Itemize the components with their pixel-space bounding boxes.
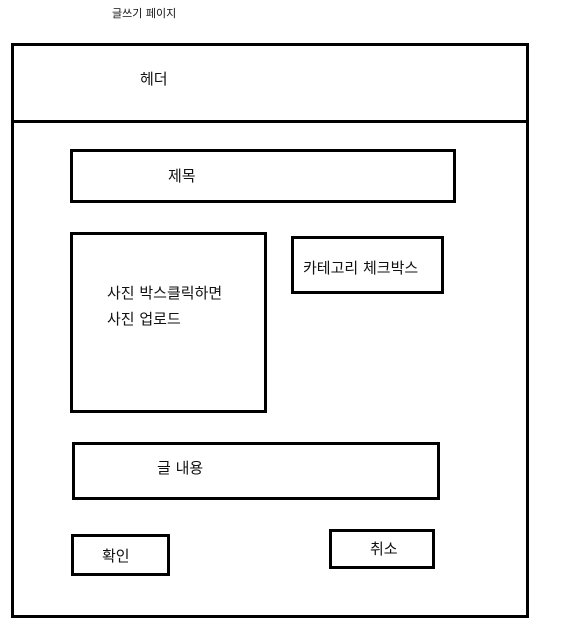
photo-upload-label-line1: 사진 박스클릭하면 — [107, 284, 223, 302]
confirm-button[interactable]: 확인 — [71, 534, 170, 576]
page-caption: 글쓰기 페이지 — [112, 7, 177, 20]
title-input[interactable]: 제목 — [70, 149, 456, 203]
photo-upload-label: 사진 박스클릭하면 사진 업로드 — [107, 280, 222, 332]
header-label: 헤더 — [140, 70, 168, 88]
category-checkbox-label: 카테고리 체크박스 — [303, 259, 419, 277]
photo-upload-label-line2: 사진 업로드 — [107, 310, 181, 328]
photo-upload-box[interactable]: 사진 박스클릭하면 사진 업로드 — [70, 232, 267, 413]
category-checkbox-box[interactable]: 카테고리 체크박스 — [291, 236, 444, 294]
cancel-button-label: 취소 — [370, 540, 398, 558]
page-frame: 헤더 제목 사진 박스클릭하면 사진 업로드 카테고리 체크박스 글 내용 확인… — [11, 43, 529, 618]
content-input-label: 글 내용 — [157, 459, 204, 477]
confirm-button-label: 확인 — [102, 547, 130, 565]
cancel-button[interactable]: 취소 — [329, 529, 435, 569]
header: 헤더 — [14, 46, 526, 123]
title-input-label: 제목 — [168, 167, 196, 185]
content-input[interactable]: 글 내용 — [72, 442, 440, 500]
